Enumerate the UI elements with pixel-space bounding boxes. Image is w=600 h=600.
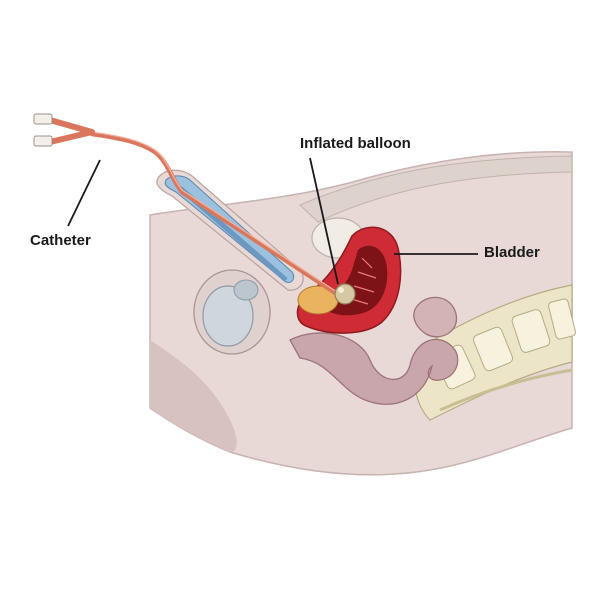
vertebra: [548, 298, 576, 340]
catheter-port: [33, 135, 53, 147]
testicle: [202, 285, 254, 347]
thigh-shadow: [150, 340, 237, 452]
epididymis: [233, 279, 259, 301]
catheter-y-connector: [47, 117, 95, 145]
catheter-label: Catheter: [30, 232, 91, 249]
catheter: [33, 113, 356, 305]
catheter-leader-line: [67, 159, 101, 227]
catheter-port: [33, 113, 53, 125]
balloon-highlight: [338, 287, 344, 293]
spinal-canal: [439, 368, 573, 412]
vertebra: [472, 326, 514, 372]
bladder-label: Bladder: [484, 244, 540, 261]
balloon-leader-line: [309, 157, 339, 285]
abdominal-wall: [299, 155, 573, 223]
bladder-fold: [353, 285, 375, 293]
leader-lines: [67, 157, 478, 285]
bladder-fold: [357, 271, 377, 279]
catheter-tube: [89, 131, 343, 299]
rectum: [289, 332, 459, 405]
vertebra: [511, 309, 551, 353]
bladder-fold: [361, 257, 373, 269]
inflated-balloon: [334, 283, 356, 305]
inflated-balloon-label: Inflated balloon: [300, 135, 411, 152]
scrotum: [193, 269, 271, 355]
intestine: [289, 296, 459, 405]
catheter-tube-highlight: [91, 131, 341, 295]
sigmoid-loop: [413, 296, 458, 338]
